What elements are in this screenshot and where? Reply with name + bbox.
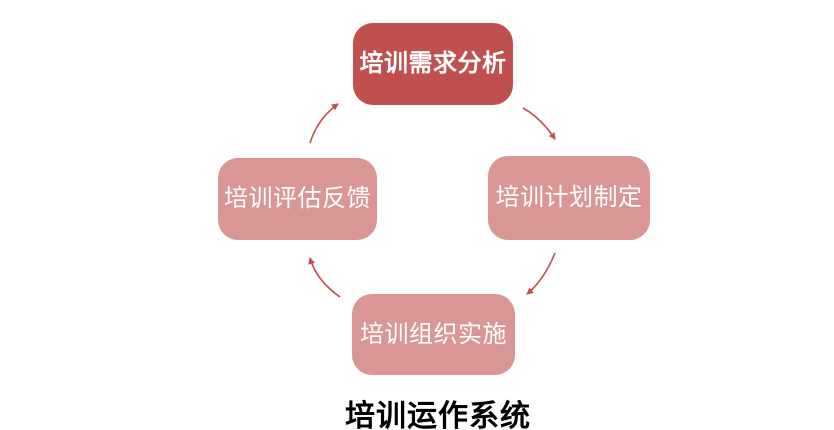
cycle-node-training-plan-development: 培训计划制定: [488, 156, 650, 240]
diagram-title: 培训运作系统: [345, 400, 531, 430]
node-label: 培训评估反馈: [224, 185, 371, 212]
node-label: 培训计划制定: [495, 184, 643, 211]
node-label: 培训组织实施: [360, 320, 507, 348]
arrow-top-to-right: [522, 107, 556, 140]
arrow-left-to-top: [309, 103, 339, 144]
arrow-right-to-bottom: [526, 252, 556, 295]
node-label: 培训需求分析: [359, 50, 507, 77]
cycle-node-training-evaluation-feedback: 培训评估反馈: [218, 158, 377, 240]
cycle-node-training-organization-implementation: 培训组织实施: [352, 294, 515, 375]
cycle-node-training-needs-analysis: 培训需求分析: [353, 23, 513, 105]
arrow-bottom-to-left: [308, 257, 341, 298]
